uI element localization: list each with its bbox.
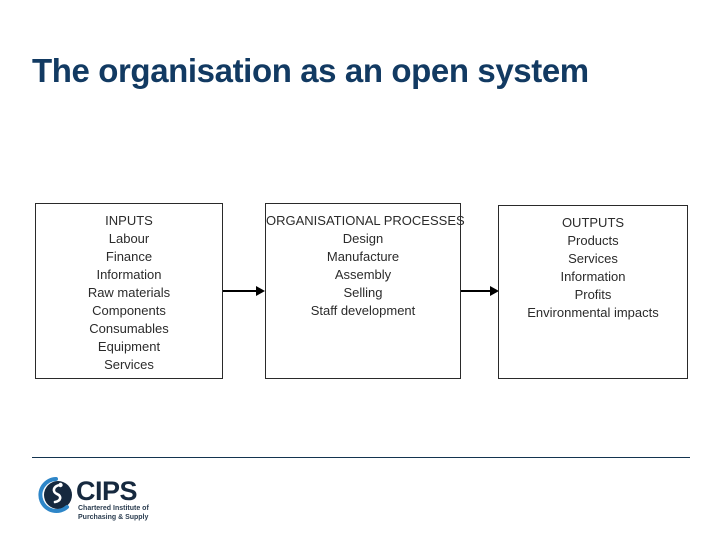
arrow-shaft: [223, 290, 257, 292]
cips-tagline-line-1: Chartered Institute of: [78, 505, 149, 512]
cips-logo-mark-icon: [38, 477, 72, 513]
box-item: Information: [560, 269, 626, 284]
diagram-box-inputs: INPUTS Labour Finance Information Raw ma…: [35, 203, 223, 379]
box-item: Equipment: [97, 339, 161, 354]
box-item: Consumables: [89, 321, 169, 336]
box-item: Finance: [105, 249, 153, 264]
footer-divider: [32, 457, 690, 458]
arrow-head: [256, 286, 265, 296]
cips-logo: CIPS Chartered Institute of Purchasing &…: [36, 472, 216, 522]
box-item: Services: [104, 357, 154, 372]
arrow-shaft: [461, 290, 491, 292]
box-item: Products: [567, 233, 619, 248]
box-item: Components: [92, 303, 166, 318]
box-item: Selling: [343, 285, 383, 300]
box-item: Raw materials: [87, 285, 171, 300]
cips-tagline: Chartered Institute of Purchasing & Supp…: [78, 504, 208, 522]
diagram-box-outputs: OUTPUTS Products Services Information Pr…: [498, 205, 688, 379]
page-title: The organisation as an open system: [32, 52, 589, 89]
box-item: Labour: [108, 231, 150, 246]
box-item: Information: [96, 267, 162, 282]
box-header-outputs: OUTPUTS: [561, 215, 625, 230]
cips-wordmark: CIPS: [76, 476, 138, 506]
box-item: Profits: [574, 287, 612, 302]
arrow-head: [490, 286, 499, 296]
box-item: Services: [568, 251, 618, 266]
arrow-right-icon: [223, 286, 265, 296]
box-item: Manufacture: [326, 249, 400, 264]
box-item: Environmental impacts: [527, 305, 659, 320]
diagram-box-processes: ORGANISATIONAL PROCESSES Design Manufact…: [265, 203, 465, 379]
box-item: Staff development: [310, 303, 416, 318]
box-item: Design: [342, 231, 384, 246]
box-header-processes: ORGANISATIONAL PROCESSES: [266, 213, 465, 228]
arrow-right-icon: [461, 286, 499, 296]
cips-tagline-line-2: Purchasing & Supply: [78, 514, 149, 521]
box-header-inputs: INPUTS: [105, 213, 153, 228]
box-item: Assembly: [334, 267, 392, 282]
